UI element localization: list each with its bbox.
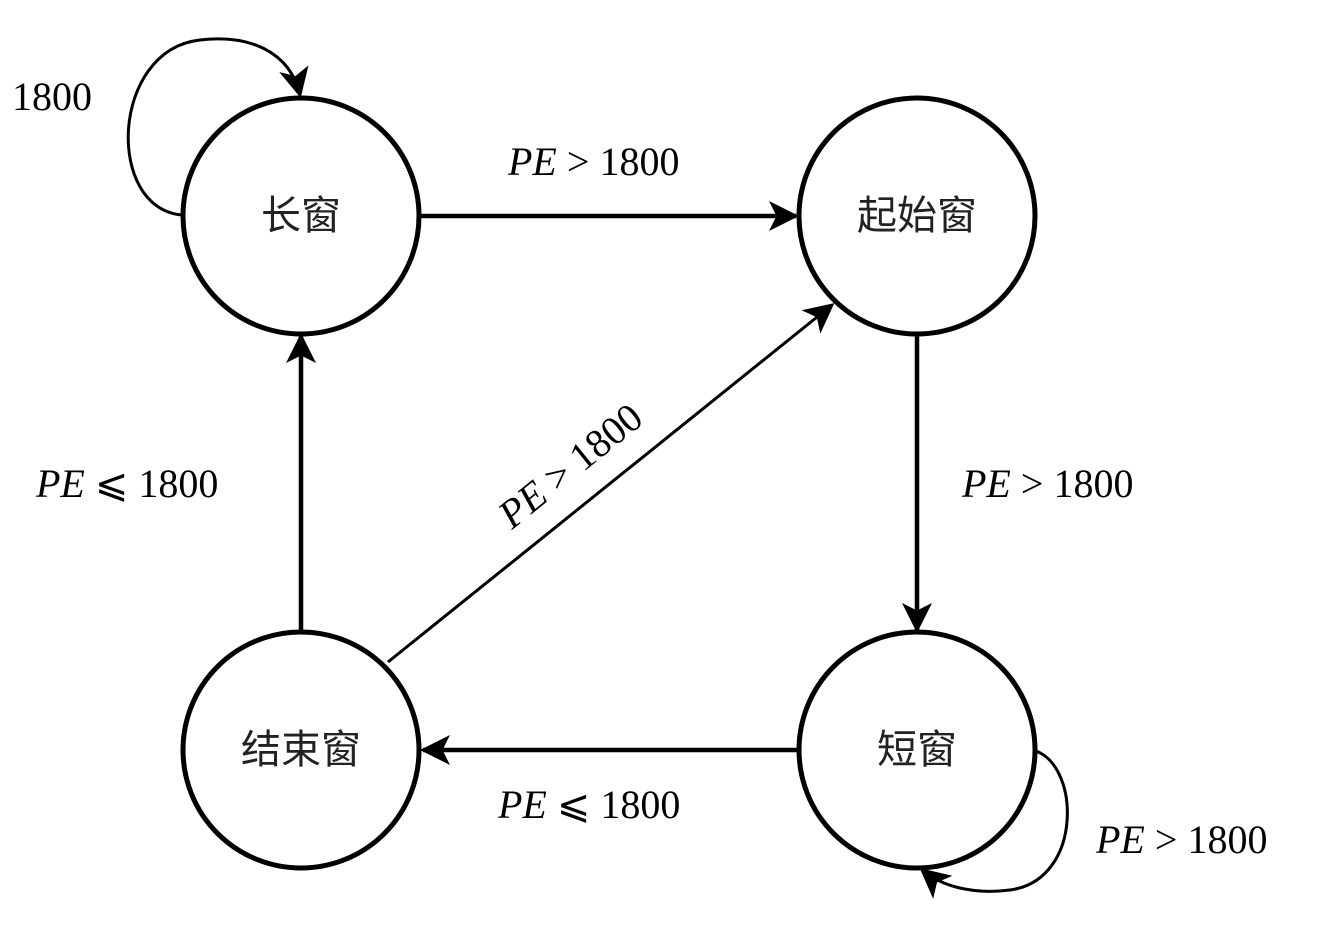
node-label-short-window: 短窗 bbox=[877, 727, 957, 773]
edge-end-to-start bbox=[387, 303, 835, 664]
edge-short-self-loop bbox=[919, 748, 1069, 899]
label-long-self-loop: 1800 bbox=[12, 74, 92, 119]
node-label-long-window: 长窗 bbox=[261, 193, 341, 239]
edge-long-self-loop bbox=[126, 37, 309, 217]
node-end-window: 结束窗 bbox=[180, 629, 422, 871]
label-start-to-short: PE>1800 bbox=[961, 461, 1133, 506]
label-short-self-loop: PE>1800 bbox=[1095, 817, 1267, 862]
node-long-window: 长窗 bbox=[180, 95, 422, 337]
node-label-end-window: 结束窗 bbox=[241, 727, 361, 773]
label-long-to-start: PE>1800 bbox=[507, 139, 679, 184]
node-start-window: 起始窗 bbox=[796, 95, 1038, 337]
label-short-to-end: PE⩽1800 bbox=[497, 782, 680, 827]
label-end-to-long: PE⩽1800 bbox=[35, 461, 218, 506]
node-label-start-window: 起始窗 bbox=[857, 193, 977, 239]
node-short-window: 短窗 bbox=[796, 629, 1038, 871]
